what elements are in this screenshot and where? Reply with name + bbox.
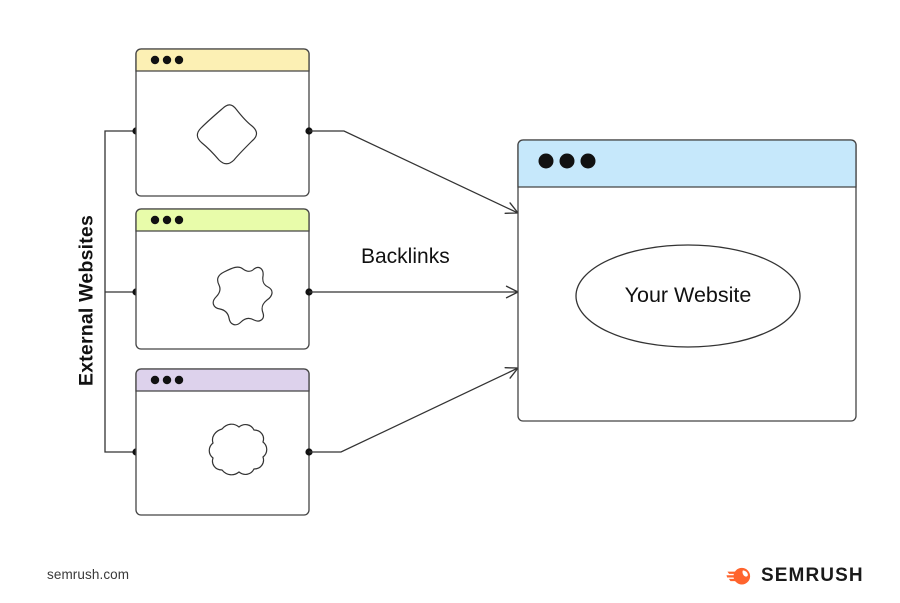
- your-website-ellipse: [575, 244, 801, 348]
- external-website-2[interactable]: [135, 208, 313, 350]
- semrush-brand-name: SEMRUSH: [761, 565, 864, 586]
- window-dot: [174, 375, 184, 385]
- window-dot: [150, 55, 160, 65]
- external-website-1[interactable]: [135, 48, 313, 197]
- external-website-3[interactable]: [135, 368, 313, 516]
- window-dot: [150, 215, 160, 225]
- shape-six-point-blob: [212, 266, 273, 326]
- external-websites-label: External Websites: [75, 214, 98, 387]
- window-dot: [174, 215, 184, 225]
- backlink-arrows: [309, 130, 519, 453]
- window-dot: [162, 215, 172, 225]
- window-dot: [162, 375, 172, 385]
- window-dot: [580, 153, 596, 169]
- titlebar: [135, 208, 310, 232]
- titlebar: [135, 48, 310, 72]
- shape-eight-point-blob: [208, 423, 268, 476]
- shape-diamond-blob: [196, 104, 258, 165]
- your-website-label: Your Website: [624, 283, 752, 307]
- window-dot: [174, 55, 184, 65]
- backlink-arrow-1: [309, 130, 519, 214]
- external-group-bracket: [104, 127, 140, 456]
- window-dot: [162, 55, 172, 65]
- titlebar: [517, 139, 857, 188]
- your-website-window[interactable]: [517, 139, 857, 422]
- semrush-brand: SEMRUSH: [726, 563, 864, 589]
- backlink-arrow-3: [309, 367, 519, 453]
- semrush-comet-logo-icon: [726, 567, 751, 585]
- window-dot: [150, 375, 160, 385]
- backlinks-label: Backlinks: [361, 245, 450, 268]
- window-dot: [538, 153, 554, 169]
- titlebar: [135, 368, 310, 392]
- source-url: semrush.com: [47, 567, 130, 582]
- window-dot: [559, 153, 575, 169]
